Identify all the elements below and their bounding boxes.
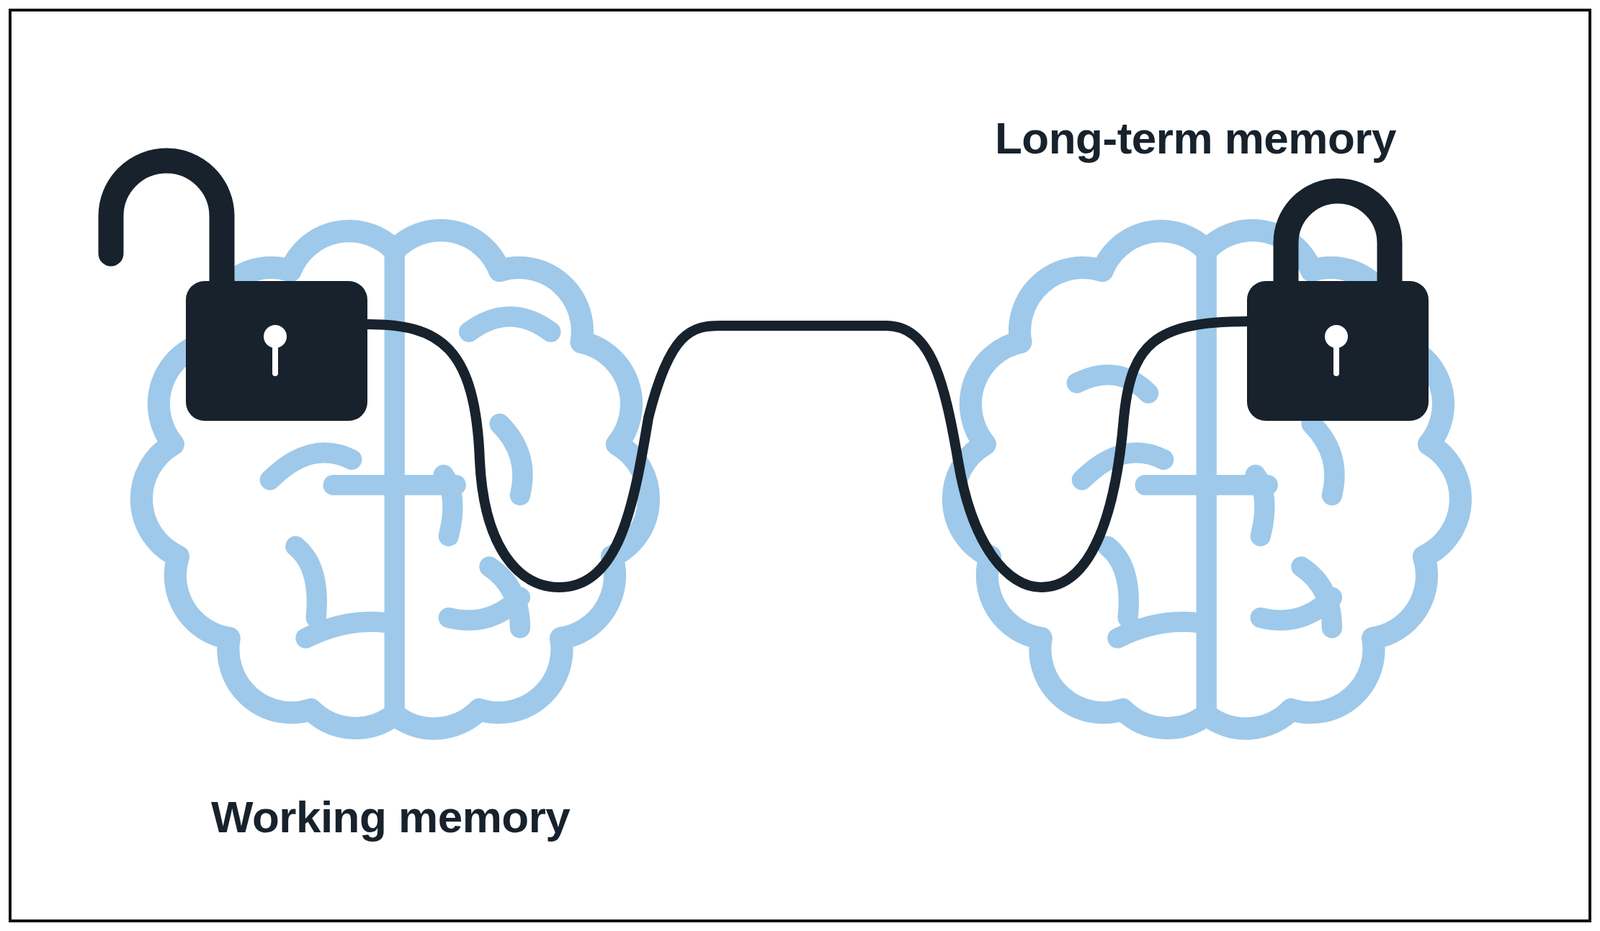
closed-padlock [1247,190,1429,421]
open-padlock [110,160,368,421]
brain-region: Working memory [152,229,638,740]
brain-left [141,230,649,729]
cable-connector [367,321,1248,588]
brain-right [953,230,1461,729]
brain-region: Long-term memory [964,229,1450,740]
memory-label: Working memory [211,790,570,843]
memory-label: Long-term memory [994,112,1397,164]
